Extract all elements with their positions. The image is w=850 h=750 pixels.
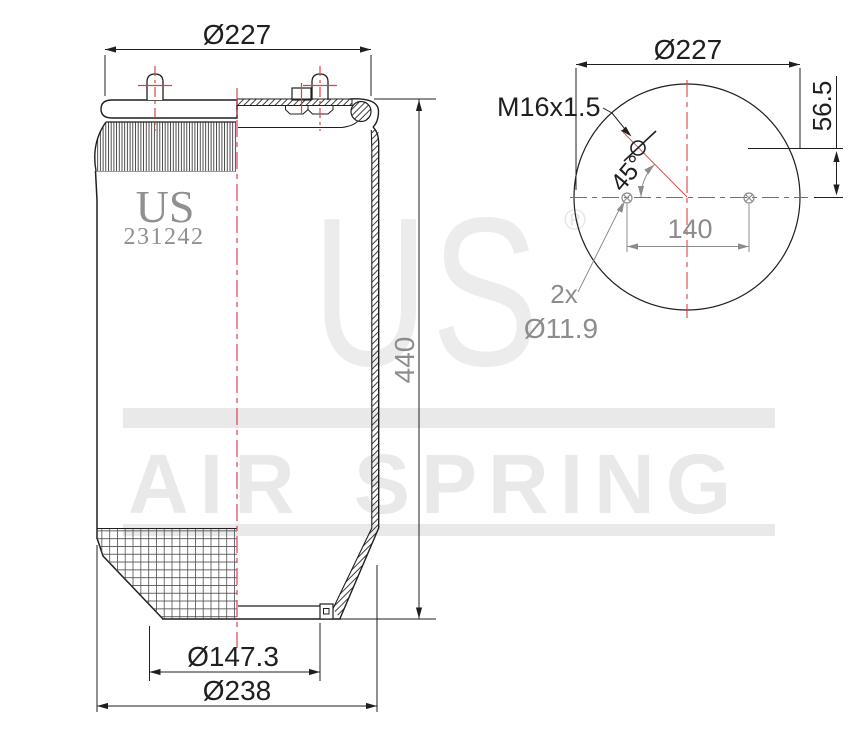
bead-plate-left — [100, 99, 238, 119]
thread-hole — [623, 130, 657, 162]
registered-trademark-icon: ® — [564, 204, 587, 237]
watermark-brand: US — [312, 173, 542, 410]
centerlines-side-view — [138, 66, 337, 648]
centerlines-top-view — [570, 80, 808, 318]
dim-height: 440 — [374, 98, 436, 619]
bead-plate-section — [236, 98, 380, 129]
watermark-tagline: AIR SPRING — [128, 437, 743, 531]
blind-nut-left — [285, 105, 309, 115]
bellows-wall-section — [332, 126, 380, 619]
watermark-bar-top — [123, 408, 775, 428]
side-view: US 231242 Ø227 440 — [94, 19, 436, 712]
dim-height-label: 440 — [389, 337, 420, 384]
dim-vertical-offset: 56.5 — [748, 76, 843, 198]
bolt-hole-left — [621, 192, 633, 204]
thread-spec-label: M16x1.5 — [497, 92, 601, 122]
hole-diameter-label: Ø11.9 — [524, 313, 598, 344]
part-marking-number: 231242 — [124, 224, 205, 250]
dim-top-diameter: Ø227 — [104, 19, 372, 96]
dim-top-diameter-label: Ø227 — [203, 19, 272, 50]
dim-bolt-spacing-label: 140 — [667, 214, 712, 244]
top-view: M16x1.5 Ø227 — [497, 34, 843, 344]
thread-callout: M16x1.5 — [497, 92, 632, 137]
part-marking-brand: US — [136, 181, 195, 232]
hole-count-label: 2x — [550, 279, 577, 309]
dim-vertical-offset-label: 56.5 — [807, 81, 837, 132]
dim-angle-label: 45° — [605, 150, 651, 197]
dim-bottom-inner-diameter: Ø147.3 — [149, 623, 321, 681]
dim-angle: 45° — [605, 150, 655, 198]
dim-bolt-spacing: 140 — [626, 204, 750, 252]
dim-bottom-diameter-label: Ø238 — [203, 675, 272, 706]
piston-bottom-section — [238, 603, 334, 620]
bead-ring — [350, 100, 372, 123]
dim-bottom-diameter: Ø238 — [96, 545, 378, 712]
dim-plate-diameter: Ø227 — [575, 34, 801, 190]
dim-bottom-inner-diameter-label: Ø147.3 — [187, 641, 279, 672]
bellows-rib-band — [94, 121, 236, 172]
hole-callout: 2x Ø11.9 — [524, 201, 625, 344]
dim-plate-diameter-label: Ø227 — [654, 34, 723, 65]
bolt-hole-right — [743, 192, 755, 204]
piston-grid-band — [97, 527, 237, 619]
watermark-bar-bottom — [123, 524, 775, 536]
